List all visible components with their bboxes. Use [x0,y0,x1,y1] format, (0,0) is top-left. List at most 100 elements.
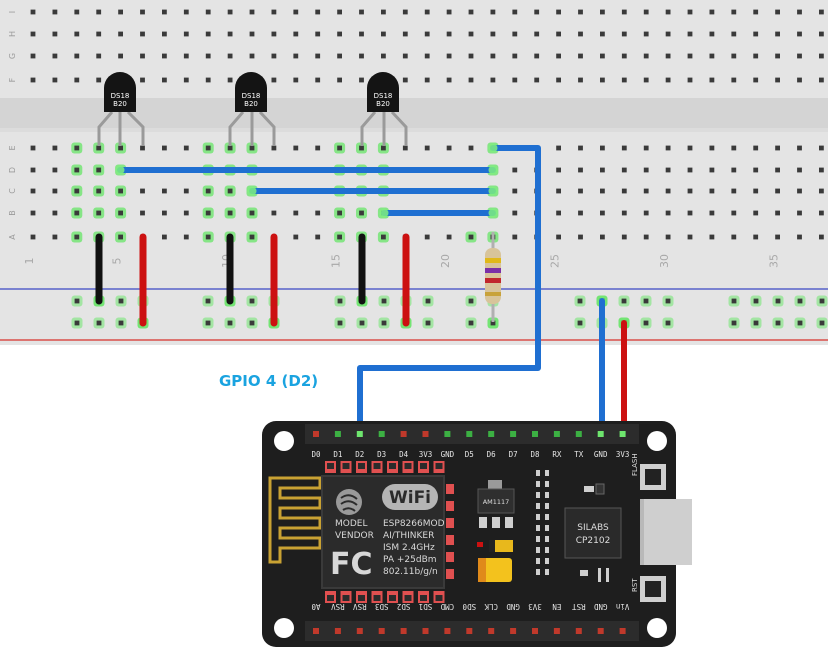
rail-hole [819,298,825,304]
breadboard-hole [643,31,649,37]
breadboard-hole [643,145,649,151]
wire-end-marker [488,186,498,196]
breadboard-hole [775,9,780,15]
rail-hole [74,298,80,304]
breadboard-hole [337,210,342,216]
breadboard-hole [753,188,759,194]
breadboard-hole [30,53,36,59]
breadboard-hole [118,31,123,37]
breadboard-hole [490,9,496,15]
castellation-pad [446,569,454,579]
breadboard-hole [446,234,452,240]
breadboard-hole [293,9,299,15]
breadboard-hole [621,9,627,15]
breadboard-hole [118,188,123,194]
breadboard-hole [709,31,715,37]
svg-text:ISM 2.4GHz: ISM 2.4GHz [383,543,435,553]
breadboard-hole [753,77,759,83]
breadboard-hole [293,31,299,37]
breadboard-hole [96,188,102,194]
header-pin [313,431,319,437]
rail-hole [249,320,255,326]
header-pin [378,628,385,634]
svg-text:WiFi: WiFi [389,488,431,508]
rail-hole [359,320,365,326]
breadboard-hole [118,210,123,216]
breadboard-hole [512,210,518,216]
pin-label: CMD [440,602,454,611]
header-pin [532,628,538,634]
pullup-resistor [485,232,501,322]
rail-hole [621,298,627,304]
pin-label: D4 [399,450,409,459]
row-letter: H [8,31,17,37]
rail-hole [425,320,431,326]
breadboard-hole [665,53,671,59]
breadboard-hole [797,9,802,15]
breadboard-hole [337,77,342,83]
small-components [536,470,549,575]
breadboard-hole [621,31,627,37]
header-pin [378,431,385,437]
breadboard-hole [30,210,36,216]
breadboard-hole [183,145,189,151]
column-number: 15 [330,254,343,268]
breadboard-hole [643,77,649,83]
sensor-3: DS18 B20 [360,72,408,146]
breadboard-hole [731,167,737,173]
pin-label: 3V3 [528,602,542,611]
breadboard-hole [183,234,189,240]
row-letter: F [8,77,17,82]
breadboard-hole [665,188,671,194]
breadboard-hole [118,145,123,151]
breadboard-hole [205,188,211,194]
breadboard-hole [731,145,737,151]
rail-hole [425,298,431,304]
rail-hole [797,298,803,304]
breadboard-hole [819,167,824,173]
pin-label: SD3 [375,602,389,611]
breadboard-hole [819,145,824,151]
breadboard-hole [315,31,321,37]
rail-hole [731,298,737,304]
breadboard-hole [140,31,145,37]
breadboard-hole [687,188,693,194]
breadboard-hole [315,77,321,83]
breadboard-hole [183,77,189,83]
breadboard-hole [709,9,715,15]
pin-label: GND [441,450,455,459]
breadboard-hole [227,53,233,59]
pin-label: D7 [509,450,518,459]
breadboard-hole [359,145,364,151]
breadboard-hole [775,145,780,151]
breadboard-hole [556,9,561,15]
rail-hole [96,320,102,326]
breadboard-hole [468,234,474,240]
breadboard-hole [578,234,583,240]
breadboard-hole [797,31,802,37]
header-pin [619,431,626,437]
breadboard-hole [797,77,802,83]
breadboard-hole [52,234,58,240]
rail-hole [381,320,387,326]
header-pin [334,431,341,437]
pin-label: SD1 [419,602,433,611]
breadboard-hole [96,53,102,59]
breadboard-hole [424,53,430,59]
header-pin [510,628,517,634]
breadboard-hole [512,188,518,194]
pin-label: 3V3 [616,450,630,459]
breadboard-hole [227,77,233,83]
rail-hole [819,320,825,326]
breadboard-hole [621,53,627,59]
breadboard-hole [381,145,386,151]
breadboard-hole [775,77,780,83]
usb-connector [640,499,692,565]
column-number: 1 [23,258,36,265]
header-pin [444,628,451,634]
breadboard-hole [162,77,167,83]
sensor-2: DS18 B20 [228,72,276,146]
gpio-label: GPIO 4 (D2) [219,372,318,390]
breadboard-hole [446,77,452,83]
